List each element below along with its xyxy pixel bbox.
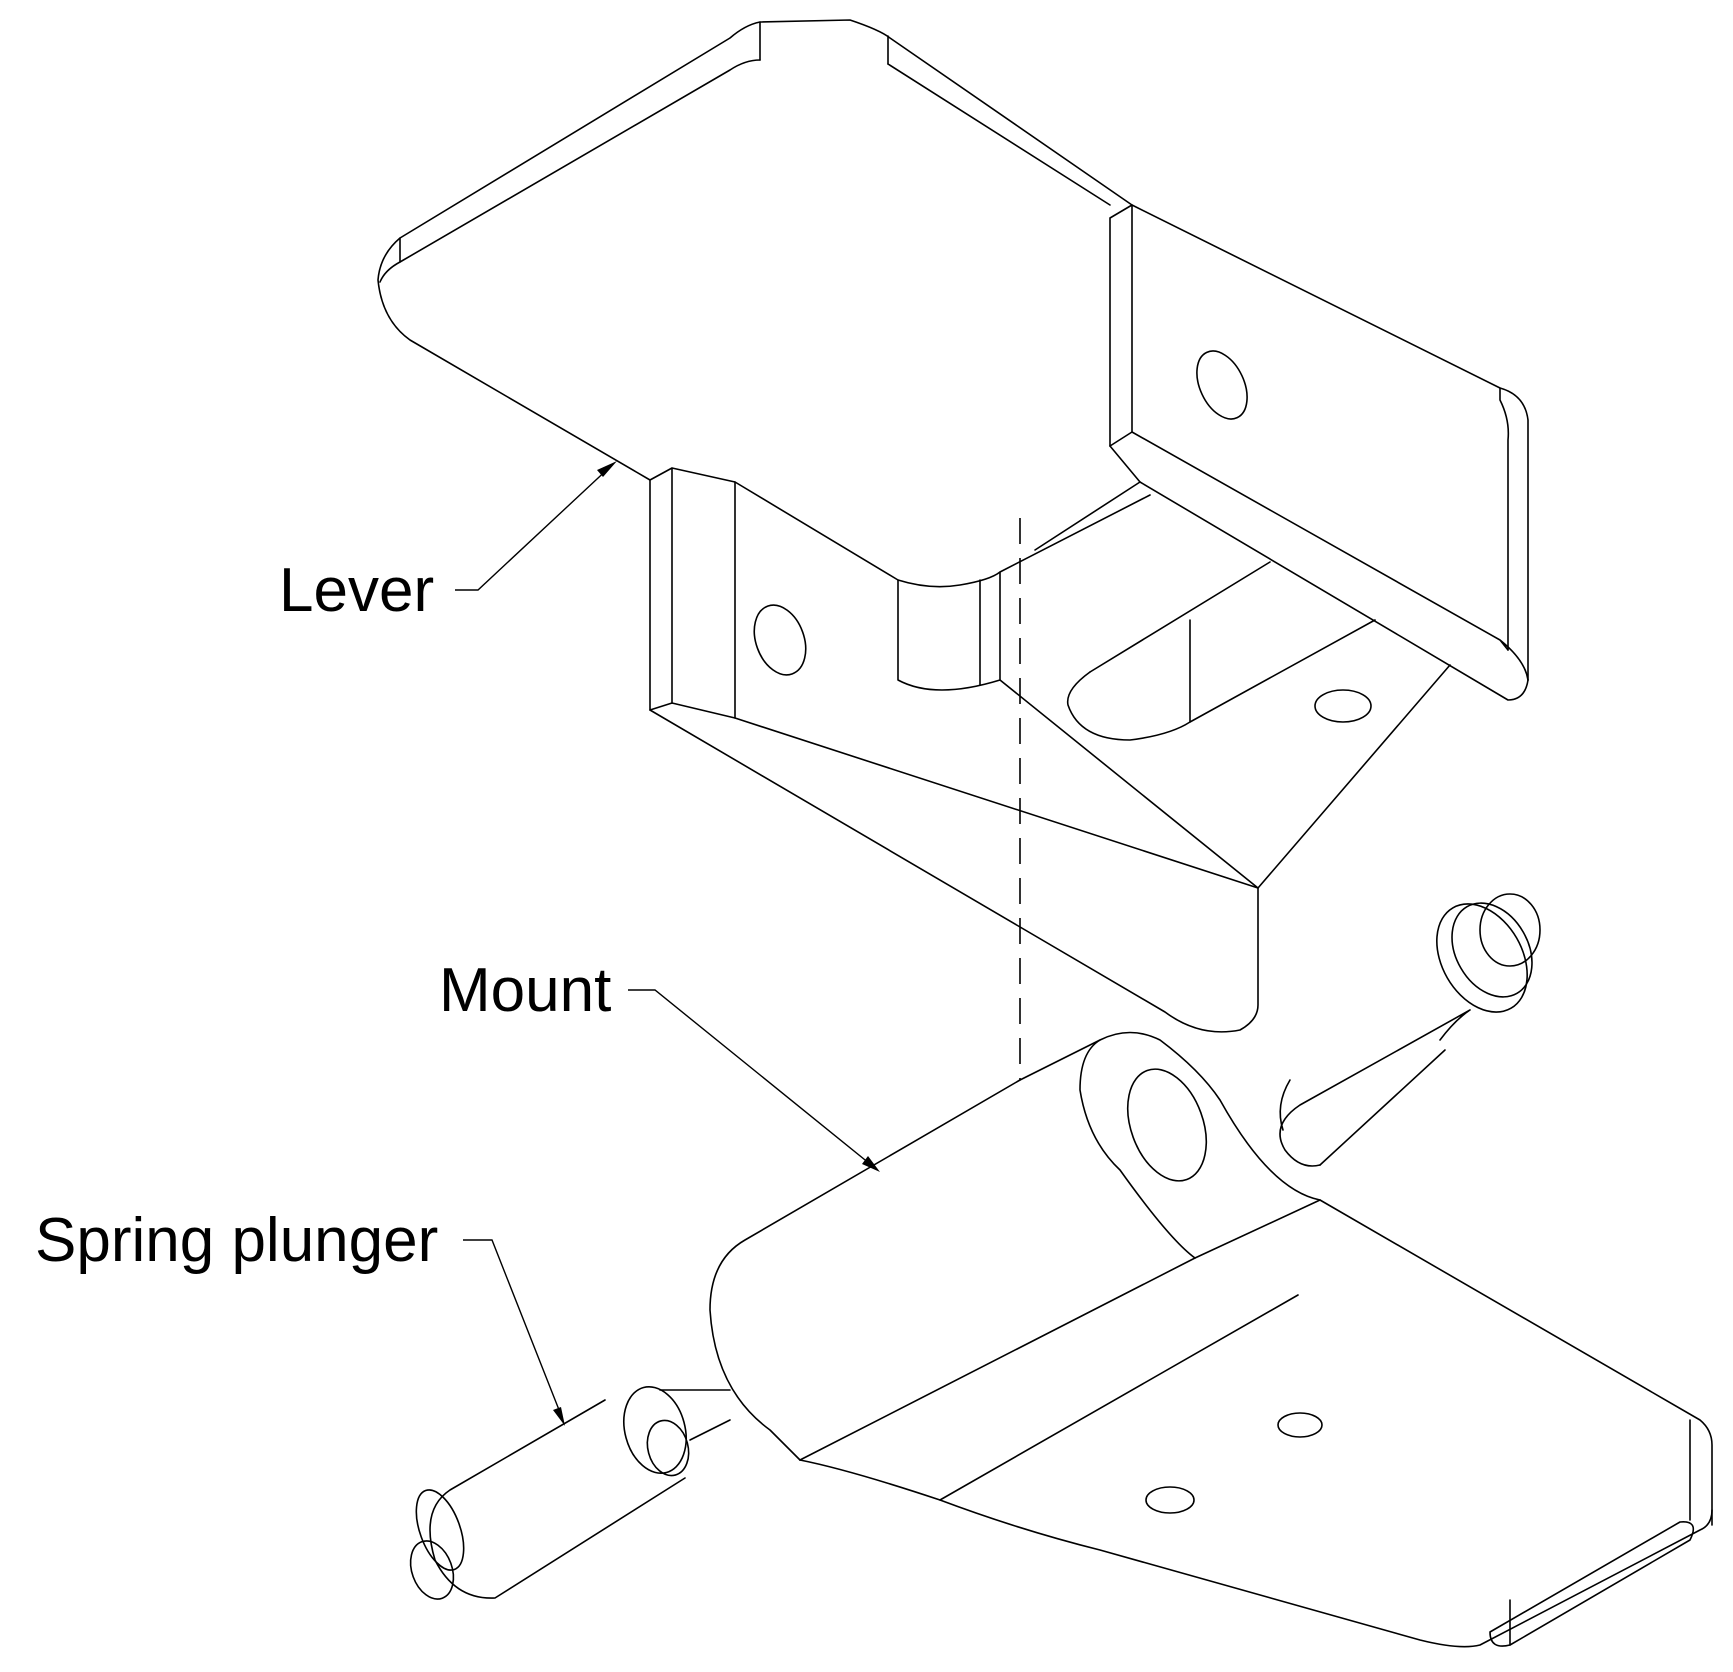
spring-plunger-right [1279, 893, 1541, 1167]
mount-part [659, 1031, 1713, 1648]
mount-label: Mount [439, 956, 611, 1025]
lever-part [377, 19, 1529, 1033]
mount-leader [628, 989, 880, 1172]
lever-label: Lever [279, 556, 434, 625]
spring-plunger-leader [463, 1239, 565, 1426]
lever-leader [455, 461, 617, 591]
spring-plunger-label: Spring plunger [35, 1206, 438, 1275]
spring-plunger-left [409, 1385, 731, 1600]
